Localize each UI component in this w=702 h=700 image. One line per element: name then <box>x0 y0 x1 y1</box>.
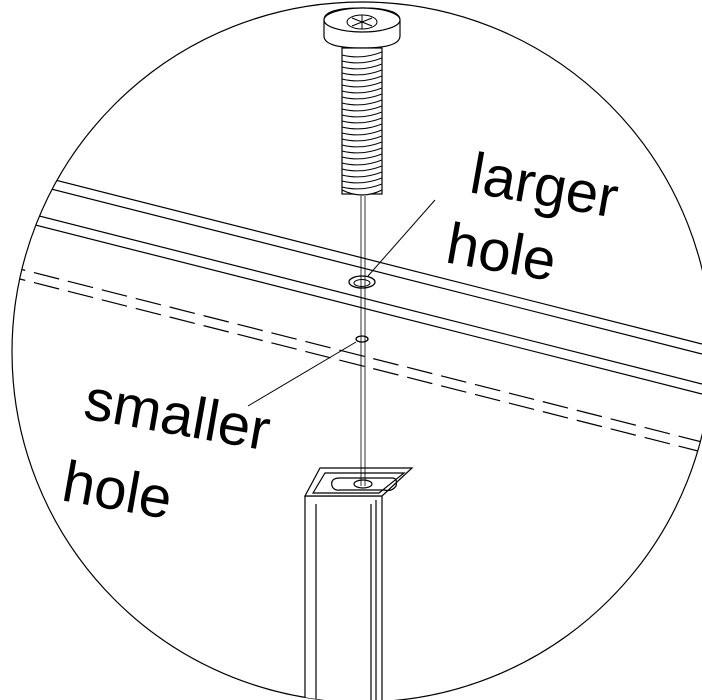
smaller-hole-leader <box>247 341 357 407</box>
smaller-hole <box>355 335 369 343</box>
rail-edge-lines <box>12 165 702 395</box>
larger-hole-leader <box>367 199 436 277</box>
larger-hole-label-line2: hole <box>442 211 561 294</box>
smaller-hole-label-line1: smaller <box>80 367 275 463</box>
smaller-hole-label-line2: hole <box>58 449 177 532</box>
square-post <box>303 467 414 700</box>
screw <box>323 7 401 196</box>
detail-circle <box>11 1 702 700</box>
hidden-dashed-lines <box>12 263 702 453</box>
